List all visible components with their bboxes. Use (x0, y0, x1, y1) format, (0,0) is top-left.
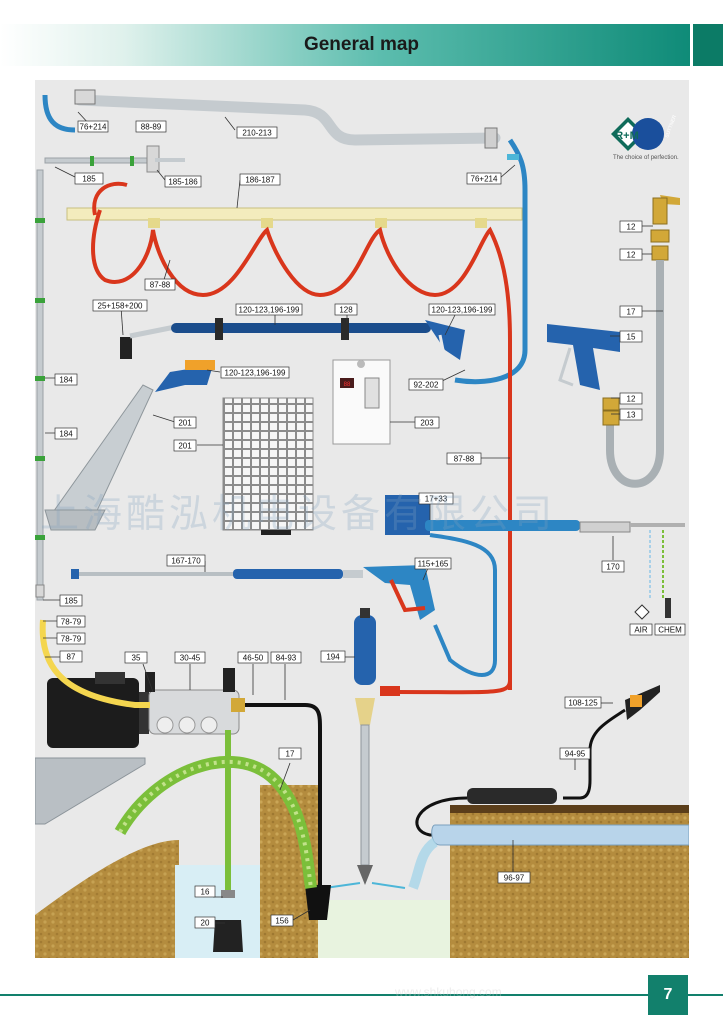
rotor-lance (324, 608, 406, 889)
label-94-95: 94-95 (565, 750, 586, 759)
logo-side-text: SUTTNER (664, 114, 678, 139)
page-number: 7 (663, 986, 673, 1003)
page-number-box (648, 975, 688, 1015)
label-chem: CHEM (658, 626, 682, 635)
footer-line (0, 994, 723, 996)
label-air: AIR (634, 626, 648, 635)
general-map-diagram: R+M SUTTNER The choice of perfection. (35, 80, 689, 958)
page-title: General map (303, 34, 420, 55)
header-tab (693, 24, 723, 66)
label-13: 13 (627, 411, 636, 420)
label-210-213: 210-213 (242, 129, 272, 138)
label-17-right: 17 (627, 308, 636, 317)
trolley-rail (66, 207, 523, 228)
suction-pipe (213, 730, 243, 952)
label-25-158-200: 25+158+200 (98, 302, 143, 311)
label-15: 15 (627, 333, 636, 342)
label-30-45: 30-45 (180, 654, 201, 663)
logo-text: R+M (615, 130, 639, 142)
label-115-165: 115+165 (418, 560, 449, 569)
label-12-b: 12 (627, 251, 636, 260)
label-46-50: 46-50 (243, 654, 264, 663)
label-87-88-top: 87-88 (150, 281, 171, 290)
label-120-123-c: 120-123,196-199 (225, 369, 286, 378)
foam-lance (385, 495, 685, 677)
diagram-canvas: R+M SUTTNER The choice of perfection. (35, 89, 689, 958)
brand-logo: R+M SUTTNER The choice of perfection. (611, 114, 679, 161)
footer-url: www.shkuhong.com (395, 985, 502, 999)
label-120-123-a: 120-123,196-199 (239, 306, 300, 315)
label-16: 16 (201, 888, 210, 897)
label-201-a: 201 (178, 419, 192, 428)
red-hose (91, 181, 512, 696)
label-17-bottom: 17 (286, 750, 295, 759)
tap-assembly (602, 195, 680, 488)
label-194: 194 (326, 653, 340, 662)
telescopic-pole (44, 360, 215, 531)
label-170: 170 (606, 563, 620, 572)
label-201-b: 201 (178, 442, 192, 451)
label-12-c: 12 (627, 395, 636, 404)
heater-panel (222, 397, 314, 535)
label-87: 87 (67, 653, 76, 662)
label-186-187: 186-187 (245, 176, 275, 185)
header-bar (0, 24, 690, 66)
label-185-top: 185 (82, 175, 96, 184)
coin-box (332, 359, 391, 445)
label-78-79-a: 78-79 (61, 618, 82, 627)
boom-arm (42, 89, 528, 385)
label-84-93: 84-93 (276, 654, 297, 663)
label-96-97: 96-97 (504, 874, 525, 883)
wall-bracket (35, 757, 146, 825)
hose-reel (415, 685, 660, 837)
label-17-33: 17+33 (425, 495, 448, 504)
label-128: 128 (339, 306, 353, 315)
lance-top (120, 318, 465, 361)
label-167-170: 167-170 (171, 557, 201, 566)
callout-labels: 76+214 88-89 210-213 185 185-186 186-187… (54, 120, 686, 929)
green-spiral-hose (114, 755, 317, 889)
label-12-a: 12 (627, 223, 636, 232)
supply-pipe-vertical (35, 169, 45, 601)
label-35: 35 (132, 654, 141, 663)
coin-box-display: 88 (344, 382, 351, 388)
trolley-pipe (44, 145, 185, 173)
label-88-89: 88-89 (141, 123, 162, 132)
label-87-88-mid: 87-88 (454, 455, 475, 464)
label-185-mid: 185 (64, 597, 78, 606)
label-185-186: 185-186 (168, 178, 198, 187)
label-92-202: 92-202 (414, 381, 439, 390)
label-184-b: 184 (59, 430, 73, 439)
label-184-a: 184 (59, 376, 73, 385)
long-lance (71, 565, 435, 620)
pump-motor (39, 619, 331, 920)
brand-tagline: The choice of perfection. (613, 155, 679, 161)
label-156: 156 (275, 917, 289, 926)
car-body (408, 824, 689, 890)
label-108-125: 108-125 (568, 699, 598, 708)
label-120-123-b: 120-123,196-199 (432, 306, 493, 315)
label-20: 20 (201, 919, 210, 928)
label-203: 203 (420, 419, 434, 428)
label-78-79-b: 78-79 (61, 635, 82, 644)
water-gun-right (547, 324, 620, 390)
label-76-214: 76+214 (80, 123, 107, 132)
label-76-214-right: 76+214 (471, 175, 498, 184)
